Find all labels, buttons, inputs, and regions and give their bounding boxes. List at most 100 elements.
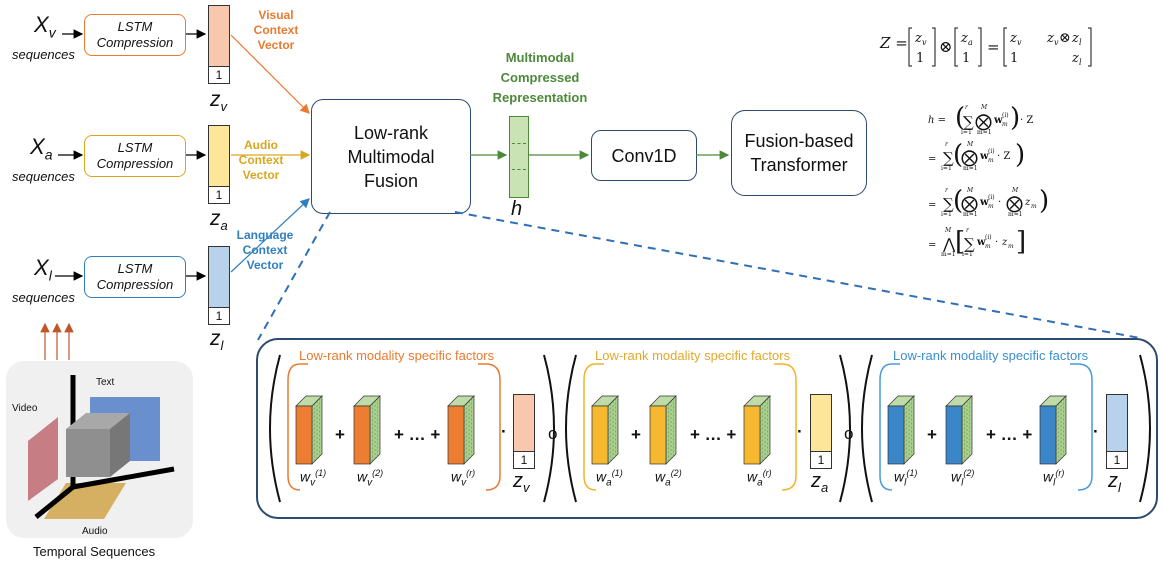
plus-operator: + <box>335 425 345 444</box>
z-equation-lhs: Z = <box>880 34 908 52</box>
w-visual-2-label: wv(2) <box>357 468 384 489</box>
svg-text:⨂: ⨂ <box>975 112 992 132</box>
svg-text:∑: ∑ <box>963 113 974 131</box>
visual-context-vector-label: Visual Context Vector <box>253 8 299 52</box>
factor-bracket-left <box>583 363 597 491</box>
z-visual-vector <box>513 394 535 452</box>
language-context-vector-label: Language Context Vector <box>236 228 294 272</box>
low-rank-multimodal-fusion-block: Low-rank Multimodal Fusion <box>311 99 471 214</box>
video-plane-label: Video <box>12 403 38 414</box>
sequences-label: sequences <box>12 47 75 62</box>
svg-text:z: z <box>1046 31 1054 46</box>
svg-text:· Z: · Z <box>997 151 1010 162</box>
svg-text:M: M <box>944 227 952 234</box>
svg-text:(: ( <box>953 140 963 170</box>
tensor-front-face <box>649 405 667 465</box>
w-audio-1-label: wa(1) <box>596 468 623 489</box>
svg-text:i=1: i=1 <box>961 129 972 136</box>
z-language-vector <box>1106 394 1128 452</box>
tensor-front-face <box>945 405 963 465</box>
svg-text:· Z: · Z <box>1020 115 1033 126</box>
svg-text:]: ] <box>1016 227 1026 257</box>
w-language-1-label: wl(1) <box>894 468 918 489</box>
outer-paren-left <box>861 354 873 503</box>
factors-title-visual: Low-rank modality specific factors <box>296 348 498 363</box>
sequences-label: sequences <box>12 290 75 305</box>
z-audio-label: za <box>210 207 228 234</box>
svg-text:z: z <box>1024 197 1031 208</box>
svg-text:z: z <box>960 31 968 46</box>
svg-text:r: r <box>965 104 969 111</box>
tensor-front-face <box>447 405 465 465</box>
svg-text:i=1: i=1 <box>941 165 952 172</box>
factor-bracket-right <box>1077 363 1093 491</box>
svg-text:M: M <box>966 187 974 194</box>
svg-text:(i): (i) <box>1002 112 1009 119</box>
svg-text:i=1: i=1 <box>962 251 973 258</box>
z-language-factor-label: zl <box>1108 470 1121 495</box>
svg-text:v: v <box>922 38 927 47</box>
z-language-label: zl <box>210 327 224 354</box>
factor-bracket-right <box>781 363 797 491</box>
temporal-cube-illustration <box>28 375 175 519</box>
svg-text:⊗: ⊗ <box>1059 30 1071 46</box>
svg-text:l: l <box>1079 58 1082 67</box>
plus-operator: + <box>927 425 937 444</box>
x-language-symbol: Xl <box>34 255 52 284</box>
audio-context-vector-label: Audio Context Vector <box>238 138 284 182</box>
factors-title-audio: Low-rank modality specific factors <box>592 348 794 363</box>
w-visual-1-label: wv(1) <box>300 468 327 489</box>
svg-text:l: l <box>1079 38 1082 47</box>
svg-text:⨂: ⨂ <box>1006 194 1023 214</box>
svg-text:v: v <box>1017 38 1022 47</box>
svg-text:w: w <box>979 151 989 162</box>
svg-text:): ) <box>1010 103 1020 133</box>
w-audio-2-label: wa(2) <box>655 468 682 489</box>
lstm-compression-visual: LSTM Compression <box>84 14 186 56</box>
svg-text:(i): (i) <box>988 148 995 155</box>
svg-text:m: m <box>1002 121 1008 128</box>
ellipsis-operator: + … + <box>986 425 1033 444</box>
tensor-front-face <box>887 405 905 465</box>
x-visual-symbol: Xv <box>34 12 56 41</box>
z-visual-factor-label: zv <box>513 470 530 495</box>
svg-text:z: z <box>1009 31 1017 46</box>
svg-text:m=1: m=1 <box>963 211 978 218</box>
tensor-front-face <box>353 405 371 465</box>
outer-paren-right <box>543 354 555 503</box>
compose-operator: o <box>844 424 854 443</box>
vector-one-cell: 1 <box>1106 451 1128 469</box>
svg-text:r: r <box>966 227 970 234</box>
w-audio-r-label: wa(r) <box>747 468 772 489</box>
svg-text:m=1: m=1 <box>977 129 992 136</box>
conv1d-block: Conv1D <box>591 130 697 181</box>
svg-text:=: = <box>928 154 936 165</box>
z-visual-label: zv <box>210 88 227 115</box>
svg-text:z: z <box>914 31 922 46</box>
svg-text:=: = <box>928 240 936 251</box>
svg-text:m: m <box>988 203 994 210</box>
z-audio-vector <box>810 394 832 452</box>
factor-illustration <box>269 354 1151 503</box>
svg-text:m: m <box>985 243 991 250</box>
vector-one-cell: 1 <box>513 451 535 469</box>
svg-text:z: z <box>1071 31 1079 46</box>
svg-text:(: ( <box>955 103 965 133</box>
svg-text:i=1: i=1 <box>941 211 952 218</box>
dot-operator: · <box>1093 422 1099 441</box>
w-language-r-label: wl(r) <box>1043 468 1065 489</box>
audio-plane-label: Audio <box>82 526 108 537</box>
svg-text:): ) <box>1039 186 1049 216</box>
svg-text:m: m <box>988 157 994 164</box>
h-label: h <box>511 198 523 220</box>
w-language-2-label: wl(2) <box>951 468 975 489</box>
svg-text:w: w <box>976 237 986 248</box>
svg-text:m=1: m=1 <box>963 165 978 172</box>
dot-operator: · <box>797 422 803 441</box>
lstm-compression-language: LSTM Compression <box>84 256 186 298</box>
factors-title-language: Low-rank modality specific factors <box>890 348 1092 363</box>
svg-text:M: M <box>980 104 988 111</box>
vector-one-cell: 1 <box>208 66 230 84</box>
